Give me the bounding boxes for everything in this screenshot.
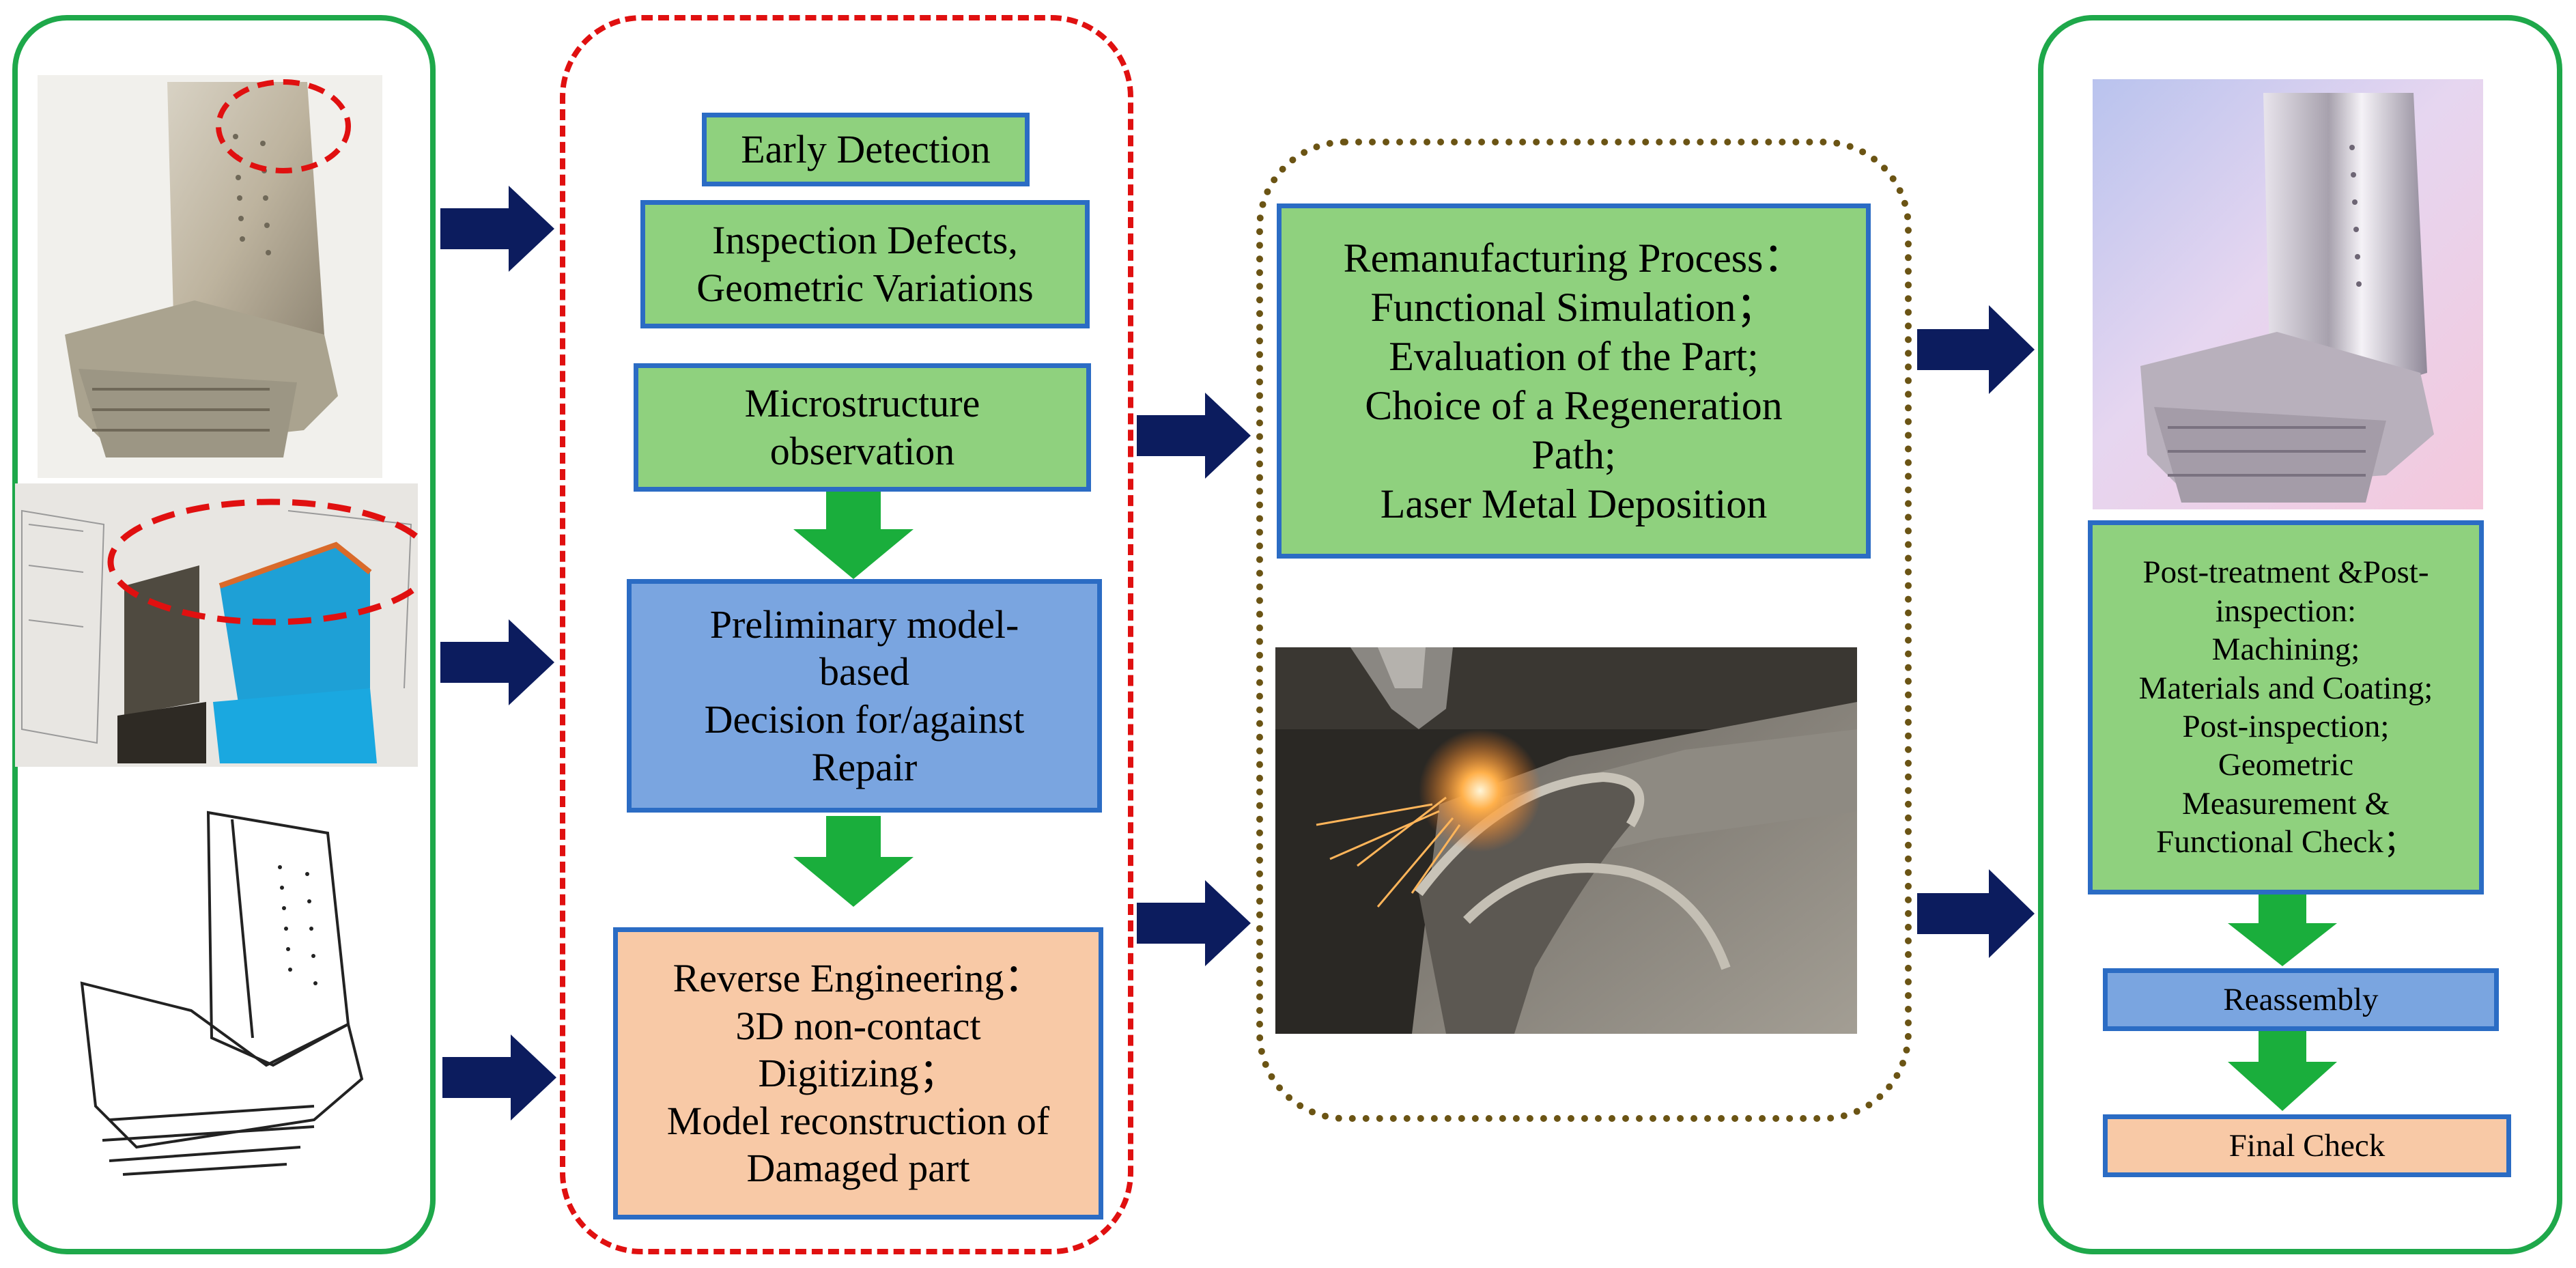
repaired-blade-drawing — [2140, 93, 2434, 503]
post-line-7: Measurement & — [2181, 785, 2390, 821]
reverse-line-3: Digitizing； — [758, 1051, 959, 1096]
final-check-label: Final Check — [2228, 1127, 2386, 1164]
reman-line-5: Path; — [1531, 432, 1616, 477]
laser-deposition-photo — [1275, 647, 1857, 1034]
arrow-right-icon — [1917, 869, 2035, 958]
post-line-4: Materials and Coating; — [2138, 670, 2433, 706]
reverse-line-2: 3D non-contact — [735, 1003, 981, 1048]
laser-melt-casting-photo — [15, 483, 418, 767]
inspection-panel — [560, 15, 1133, 1254]
blade-line-drawing-svg — [80, 811, 364, 1176]
preliminary-line-3: Decision for/against — [704, 697, 1025, 742]
preliminary-line-2: based — [819, 649, 910, 694]
inspection-defects-box: Inspection Defects, Geometric Variations — [640, 200, 1090, 328]
arrow-down-icon — [793, 488, 914, 579]
result-panel — [2038, 15, 2562, 1254]
reverse-engineering-box: Reverse Engineering： 3D non-contact Digi… — [613, 927, 1103, 1220]
arrow-right-icon — [1137, 880, 1251, 966]
reassembly-box: Reassembly — [2103, 968, 2499, 1031]
reman-line-2: Functional Simulation； — [1370, 285, 1777, 330]
early-detection-box: Early Detection — [702, 113, 1030, 186]
final-check-box: Final Check — [2103, 1114, 2511, 1177]
arrow-right-icon — [440, 619, 554, 705]
post-line-6: Geometric — [2218, 747, 2354, 783]
reverse-line-1: Reverse Engineering： — [673, 956, 1044, 1001]
turbine-blade-photo — [38, 75, 382, 478]
arrow-down-icon — [2228, 1031, 2337, 1111]
laser-melt-casting-drawing — [21, 498, 418, 763]
blade-line-drawing — [55, 806, 396, 1181]
remanufacturing-process-box: Remanufacturing Process： Functional Simu… — [1277, 203, 1871, 559]
laser-deposition-drawing — [1275, 647, 1857, 1034]
reman-line-4: Choice of a Regeneration — [1365, 383, 1783, 428]
remanufacturing-panel — [1256, 139, 1912, 1122]
microstructure-line-1: Microstructure — [744, 381, 980, 426]
arrow-right-icon — [1137, 393, 1251, 479]
arrow-down-icon — [793, 816, 914, 907]
microstructure-box: Microstructure observation — [634, 363, 1091, 492]
reman-line-3: Evaluation of the Part; — [1389, 334, 1759, 379]
arrow-right-icon — [440, 186, 554, 272]
reverse-line-5: Damaged part — [746, 1146, 970, 1191]
reverse-line-4: Model reconstruction of — [666, 1098, 1050, 1143]
post-line-1: Post-treatment &Post- — [2142, 554, 2429, 591]
preliminary-decision-box: Preliminary model- based Decision for/ag… — [627, 579, 1102, 813]
post-line-3: Machining; — [2211, 632, 2360, 668]
inspection-line-1: Inspection Defects, — [712, 218, 1018, 263]
arrow-right-icon — [1917, 305, 2035, 394]
post-line-2: inspection: — [2215, 593, 2357, 629]
post-treatment-box: Post-treatment &Post- inspection: Machin… — [2088, 520, 2484, 894]
inspection-line-2: Geometric Variations — [696, 266, 1034, 310]
microstructure-line-2: observation — [769, 429, 955, 473]
post-line-8: Functional Check； — [2156, 824, 2416, 860]
reassembly-label: Reassembly — [2223, 981, 2379, 1017]
arrow-right-icon — [442, 1034, 556, 1121]
reman-line-1: Remanufacturing Process： — [1343, 236, 1804, 281]
early-detection-label: Early Detection — [741, 127, 991, 172]
preliminary-line-1: Preliminary model- — [709, 602, 1019, 647]
preliminary-line-4: Repair — [811, 744, 918, 789]
post-line-5: Post-inspection; — [2182, 709, 2390, 744]
turbine-blade-photo-drawing — [65, 79, 351, 457]
reman-line-6: Laser Metal Deposition — [1380, 481, 1768, 526]
repaired-blade-image — [2093, 79, 2483, 509]
arrow-down-icon — [2228, 894, 2337, 966]
